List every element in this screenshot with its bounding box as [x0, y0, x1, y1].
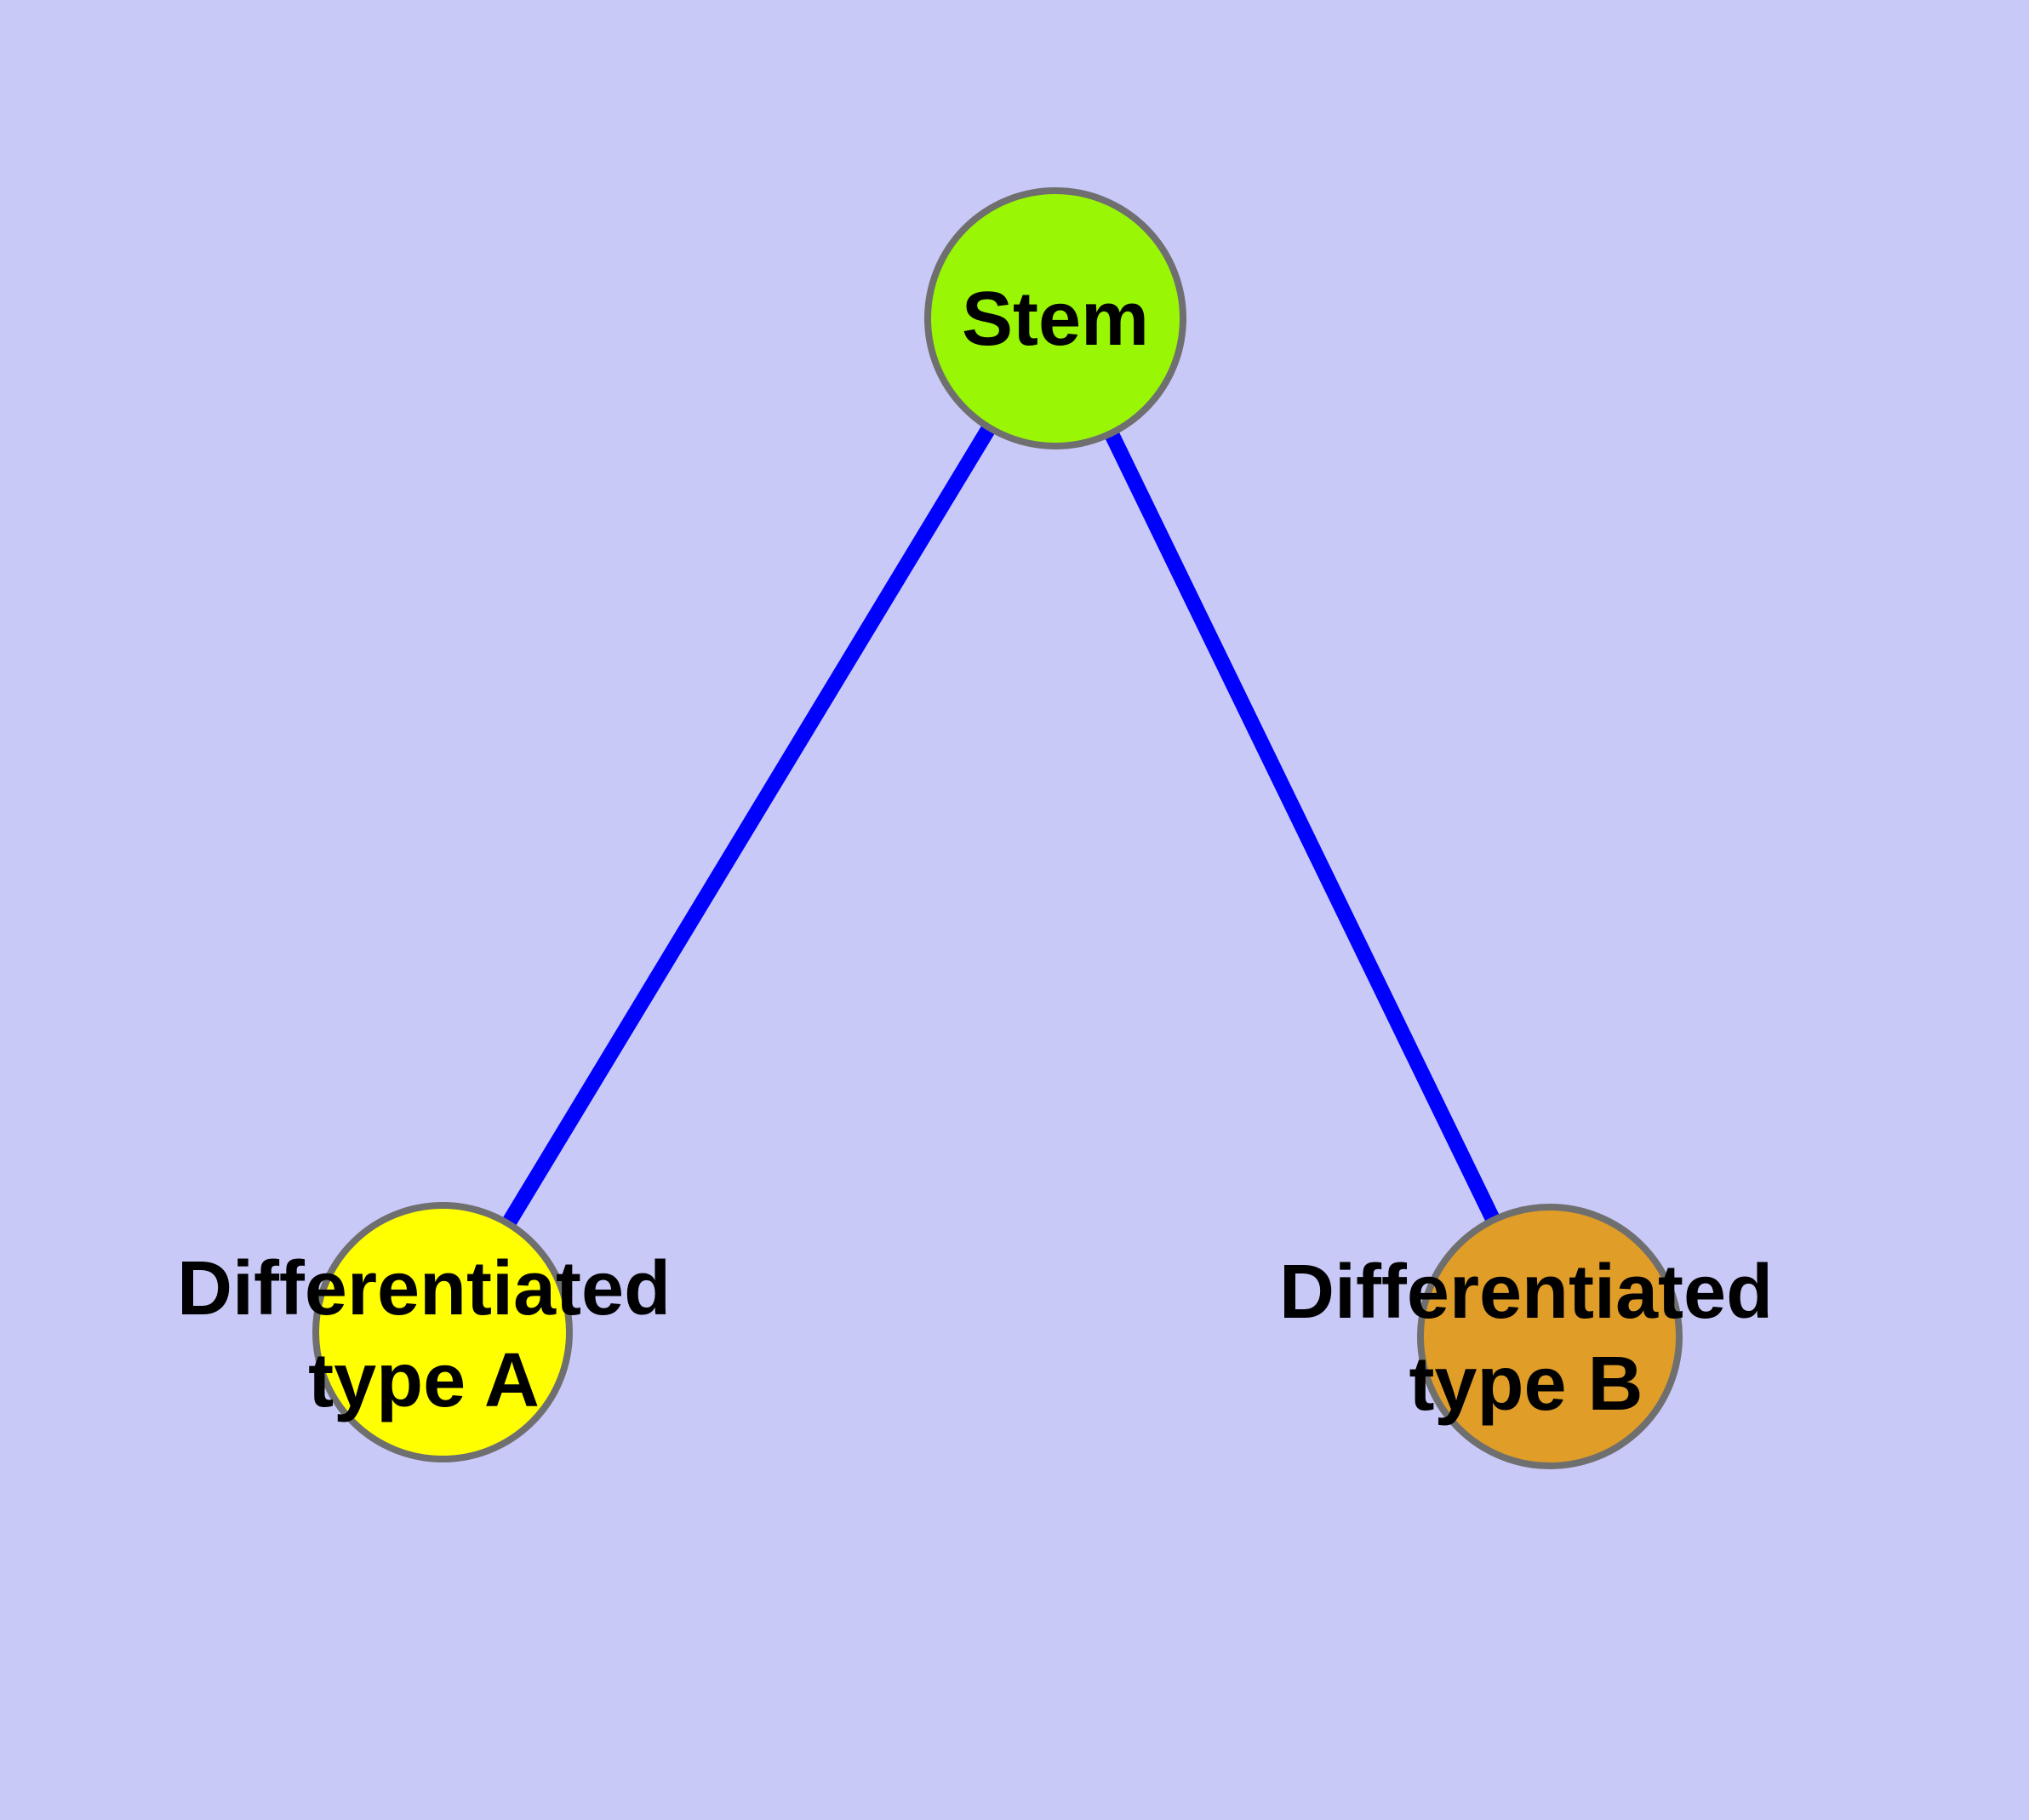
- node-circle-stem: [924, 187, 1186, 449]
- node-label-differentiated-type-a: Differentiated type A: [177, 1243, 671, 1427]
- node-label-stem-line1: Stem: [961, 277, 1150, 362]
- node-label-type-a-line1: Differentiated: [176, 1246, 672, 1331]
- edge-stem-to-type-b: [1048, 315, 1557, 1340]
- node-circle-differentiated-type-b: [1417, 1204, 1683, 1469]
- node-circle-differentiated-type-a: [312, 1202, 573, 1462]
- edge-stem-to-type-a: [436, 314, 1062, 1336]
- node-label-type-a-line2: type A: [308, 1338, 540, 1423]
- node-label-type-b-line2: type B: [1409, 1342, 1643, 1427]
- node-label-differentiated-type-b: Differentiated type B: [1279, 1246, 1773, 1430]
- node-label-stem: Stem: [962, 273, 1149, 365]
- node-label-type-b-line1: Differentiated: [1278, 1250, 1774, 1335]
